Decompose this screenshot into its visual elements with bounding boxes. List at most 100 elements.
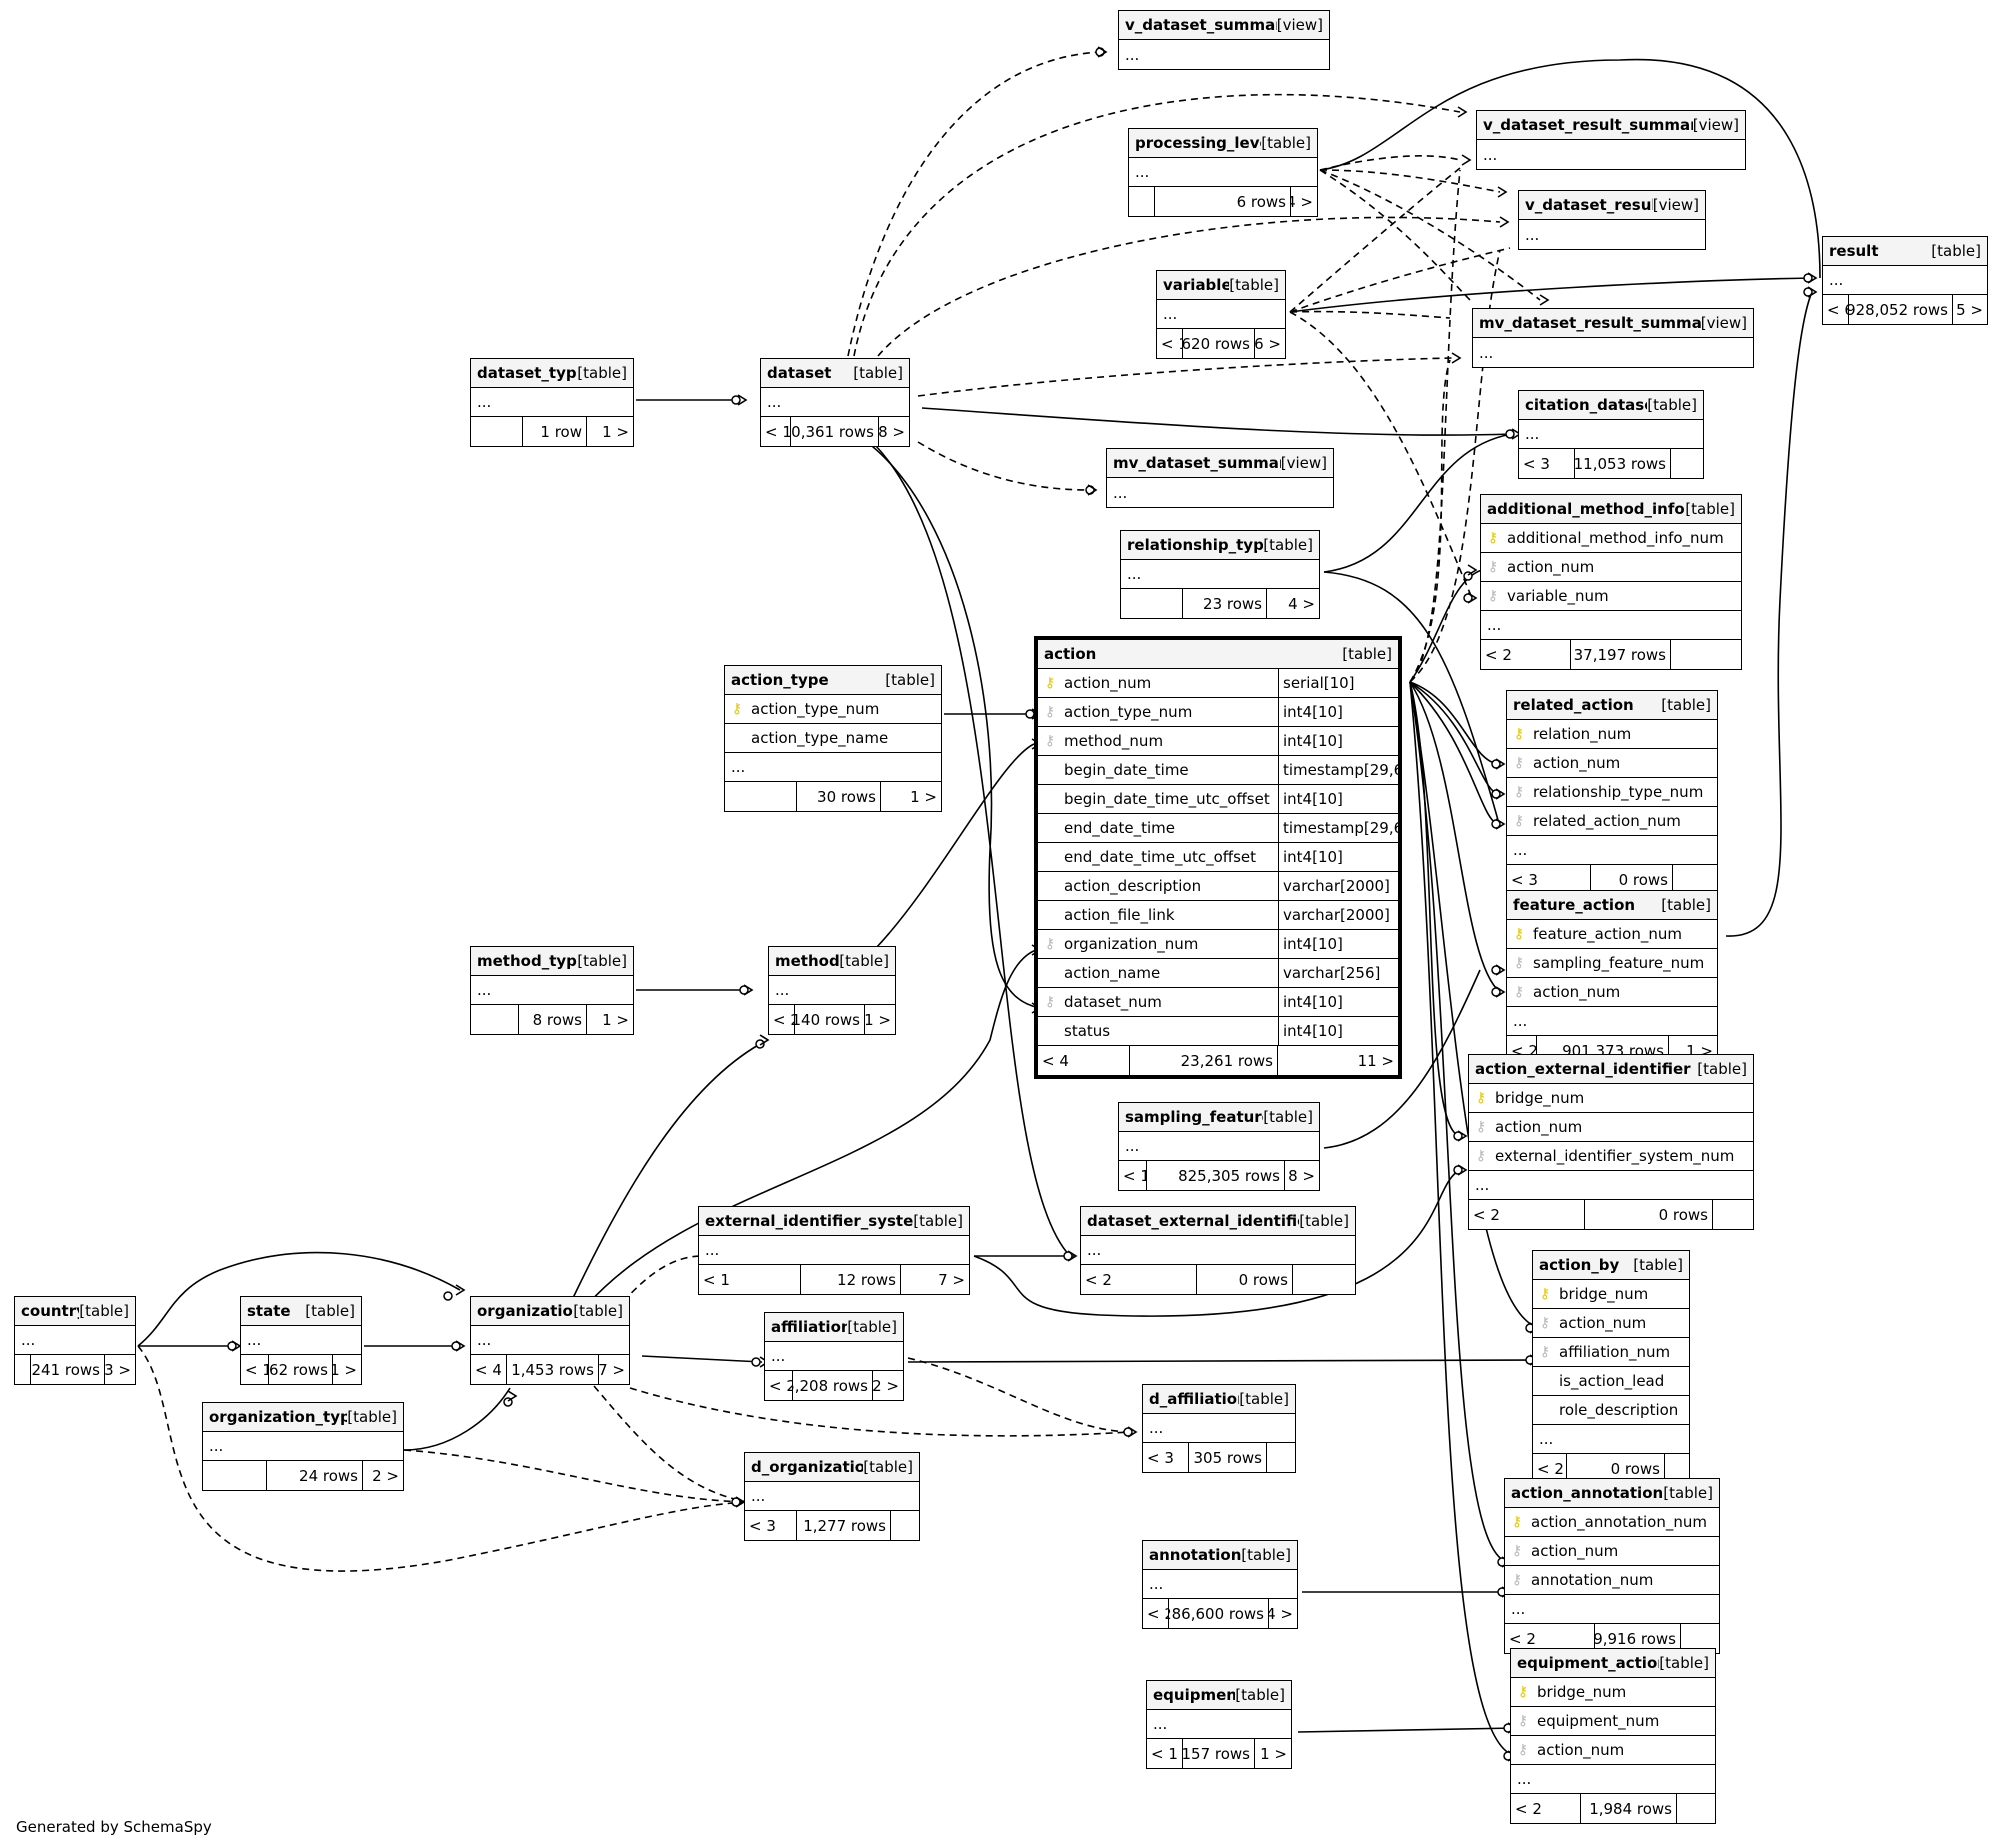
table-header: action_by[table]	[1533, 1251, 1689, 1280]
crows-foot-marker	[1807, 286, 1818, 298]
parent-count: < 2	[769, 1005, 795, 1034]
table-name: state	[247, 1302, 291, 1320]
table-name: mv_dataset_summary	[1113, 454, 1281, 472]
table-equipment-action[interactable]: equipment_action[table]⚷bridge_num⚷equip…	[1510, 1648, 1716, 1824]
row-count: 305 rows	[1189, 1443, 1267, 1472]
more-columns-row: ...	[1519, 420, 1703, 449]
table-header: action_type[table]	[725, 666, 941, 695]
column-row: is_action_lead	[1533, 1367, 1689, 1396]
parent-count	[203, 1461, 267, 1490]
table-mv-dataset-result-summary[interactable]: mv_dataset_result_summary[view]...	[1472, 308, 1754, 368]
column-name: equipment_num	[1537, 1712, 1660, 1730]
table-header: annotation[table]	[1143, 1541, 1297, 1570]
zero-marker	[451, 1341, 461, 1351]
column-name: feature_action_num	[1533, 925, 1682, 943]
table-name: variable	[1163, 276, 1230, 294]
foreign-key-icon: ⚷	[1475, 1148, 1487, 1164]
table-d-organization[interactable]: d_organization[table]...< 31,277 rows	[744, 1452, 920, 1541]
table-mv-dataset-summary[interactable]: mv_dataset_summary[view]...	[1106, 448, 1334, 508]
row-count: 620 rows	[1183, 329, 1255, 358]
table-sampling-feature[interactable]: sampling_feature[table]...< 1825,305 row…	[1118, 1102, 1320, 1191]
table-citation-dataset[interactable]: citation_dataset[table]...< 311,053 rows	[1518, 390, 1704, 479]
row-count: 37,197 rows	[1571, 640, 1671, 669]
primary-key-icon: ⚷	[1511, 1514, 1523, 1530]
parent-count: < 2	[1511, 1794, 1581, 1823]
more-columns-row: ...	[1119, 1132, 1319, 1161]
column-row: action_type_name	[725, 724, 941, 753]
column-row: ⚷action_num	[1511, 1736, 1715, 1765]
foreign-key-icon: ⚷	[1513, 784, 1525, 800]
more-columns: ...	[1483, 145, 1498, 164]
more-columns: ...	[477, 393, 492, 411]
crows-foot-marker	[1457, 1130, 1468, 1142]
column-row: ⚷bridge_num	[1533, 1280, 1689, 1309]
parent-count	[1121, 589, 1183, 618]
more-columns: ...	[1517, 1770, 1532, 1788]
table-header: equipment[table]	[1147, 1681, 1291, 1710]
table-dataset-external-identifier[interactable]: dataset_external_identifier[table]...< 2…	[1080, 1206, 1356, 1295]
table-name: action_annotation	[1511, 1484, 1664, 1502]
table-v-dataset-result[interactable]: v_dataset_result[view]...	[1518, 190, 1706, 250]
child-count: 1 >	[602, 422, 629, 441]
column-row: ⚷action_annotation_num	[1505, 1508, 1719, 1537]
column-name: organization_num	[1064, 935, 1199, 953]
row-count: 62 rows	[269, 1355, 333, 1384]
zero-marker	[1491, 819, 1501, 829]
table-feature-action[interactable]: feature_action[table]⚷feature_action_num…	[1506, 890, 1718, 1066]
more-columns-row: ...	[1473, 338, 1753, 367]
more-columns-row: ...	[1533, 1425, 1689, 1454]
rel-dataset-action	[871, 445, 1041, 1009]
zero-marker	[731, 1497, 741, 1507]
table-kind: [table]	[1659, 1654, 1709, 1672]
column-row: ⚷action_num	[1507, 978, 1717, 1007]
more-columns: ...	[1487, 616, 1502, 634]
parent-count: < 2	[765, 1371, 793, 1400]
row-count: 24 rows	[267, 1461, 363, 1490]
table-v-dataset-summary[interactable]: v_dataset_summary[view]...	[1118, 10, 1330, 70]
table-v-dataset-result-summary[interactable]: v_dataset_result_summary[view]...	[1476, 110, 1746, 170]
more-columns-row: ...	[241, 1326, 361, 1355]
table-action-annotation[interactable]: action_annotation[table]⚷action_annotati…	[1504, 1478, 1720, 1654]
crows-foot-marker	[1495, 788, 1506, 800]
table-name: sampling_feature	[1125, 1108, 1264, 1126]
table-kind: [table]	[1685, 500, 1735, 518]
table-name: feature_action	[1513, 896, 1636, 914]
crows-foot-marker	[1807, 272, 1818, 284]
table-kind: [table]	[1633, 1256, 1683, 1274]
table-action-external-identifier[interactable]: action_external_identifier[table]⚷bridge…	[1468, 1054, 1754, 1230]
table-name: equipment	[1153, 1686, 1236, 1704]
table-name: action	[1044, 645, 1097, 663]
table-related-action[interactable]: related_action[table]⚷relation_num⚷actio…	[1506, 690, 1718, 895]
child-count: 1 >	[333, 1360, 357, 1379]
more-columns: ...	[1149, 1419, 1164, 1437]
column-name: bridge_num	[1495, 1089, 1585, 1107]
more-columns: ...	[477, 1331, 492, 1349]
table-additional-method-info[interactable]: additional_method_info[table]⚷additional…	[1480, 494, 1742, 670]
child-count: 4 >	[1288, 594, 1315, 613]
column-name: action_num	[1533, 983, 1621, 1001]
table-action-by[interactable]: action_by[table]⚷bridge_num⚷action_num⚷a…	[1532, 1250, 1690, 1484]
